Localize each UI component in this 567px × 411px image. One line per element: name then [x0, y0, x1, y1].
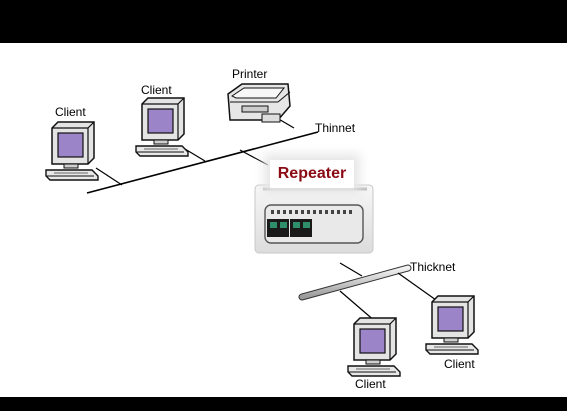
repeater-device-icon — [254, 184, 374, 254]
client-computer-icon — [135, 97, 189, 157]
client-label: Client — [444, 357, 475, 371]
printer-label: Printer — [232, 67, 268, 81]
client-label: Client — [355, 377, 386, 391]
repeater-label: Repeater — [270, 160, 354, 188]
thinnet-label: Thinnet — [315, 121, 356, 135]
bottom-black-band — [0, 397, 567, 411]
client-label: Client — [141, 83, 172, 97]
thicknet-label: Thicknet — [410, 260, 456, 274]
client-computer-icon — [45, 121, 99, 181]
thicknet-drop-client-right — [397, 272, 437, 301]
printer-icon — [227, 83, 291, 123]
thicknet-drop-client-left — [339, 290, 377, 323]
top-black-band — [0, 0, 567, 43]
client-label: Client — [55, 105, 86, 119]
thinnet-cable — [86, 131, 319, 194]
thinnet-drop-repeater — [239, 149, 269, 166]
client-computer-icon — [425, 295, 479, 355]
thinnet-drop-client-1 — [95, 167, 123, 186]
thicknet-drop-repeater — [339, 262, 363, 277]
client-computer-icon — [347, 317, 401, 377]
